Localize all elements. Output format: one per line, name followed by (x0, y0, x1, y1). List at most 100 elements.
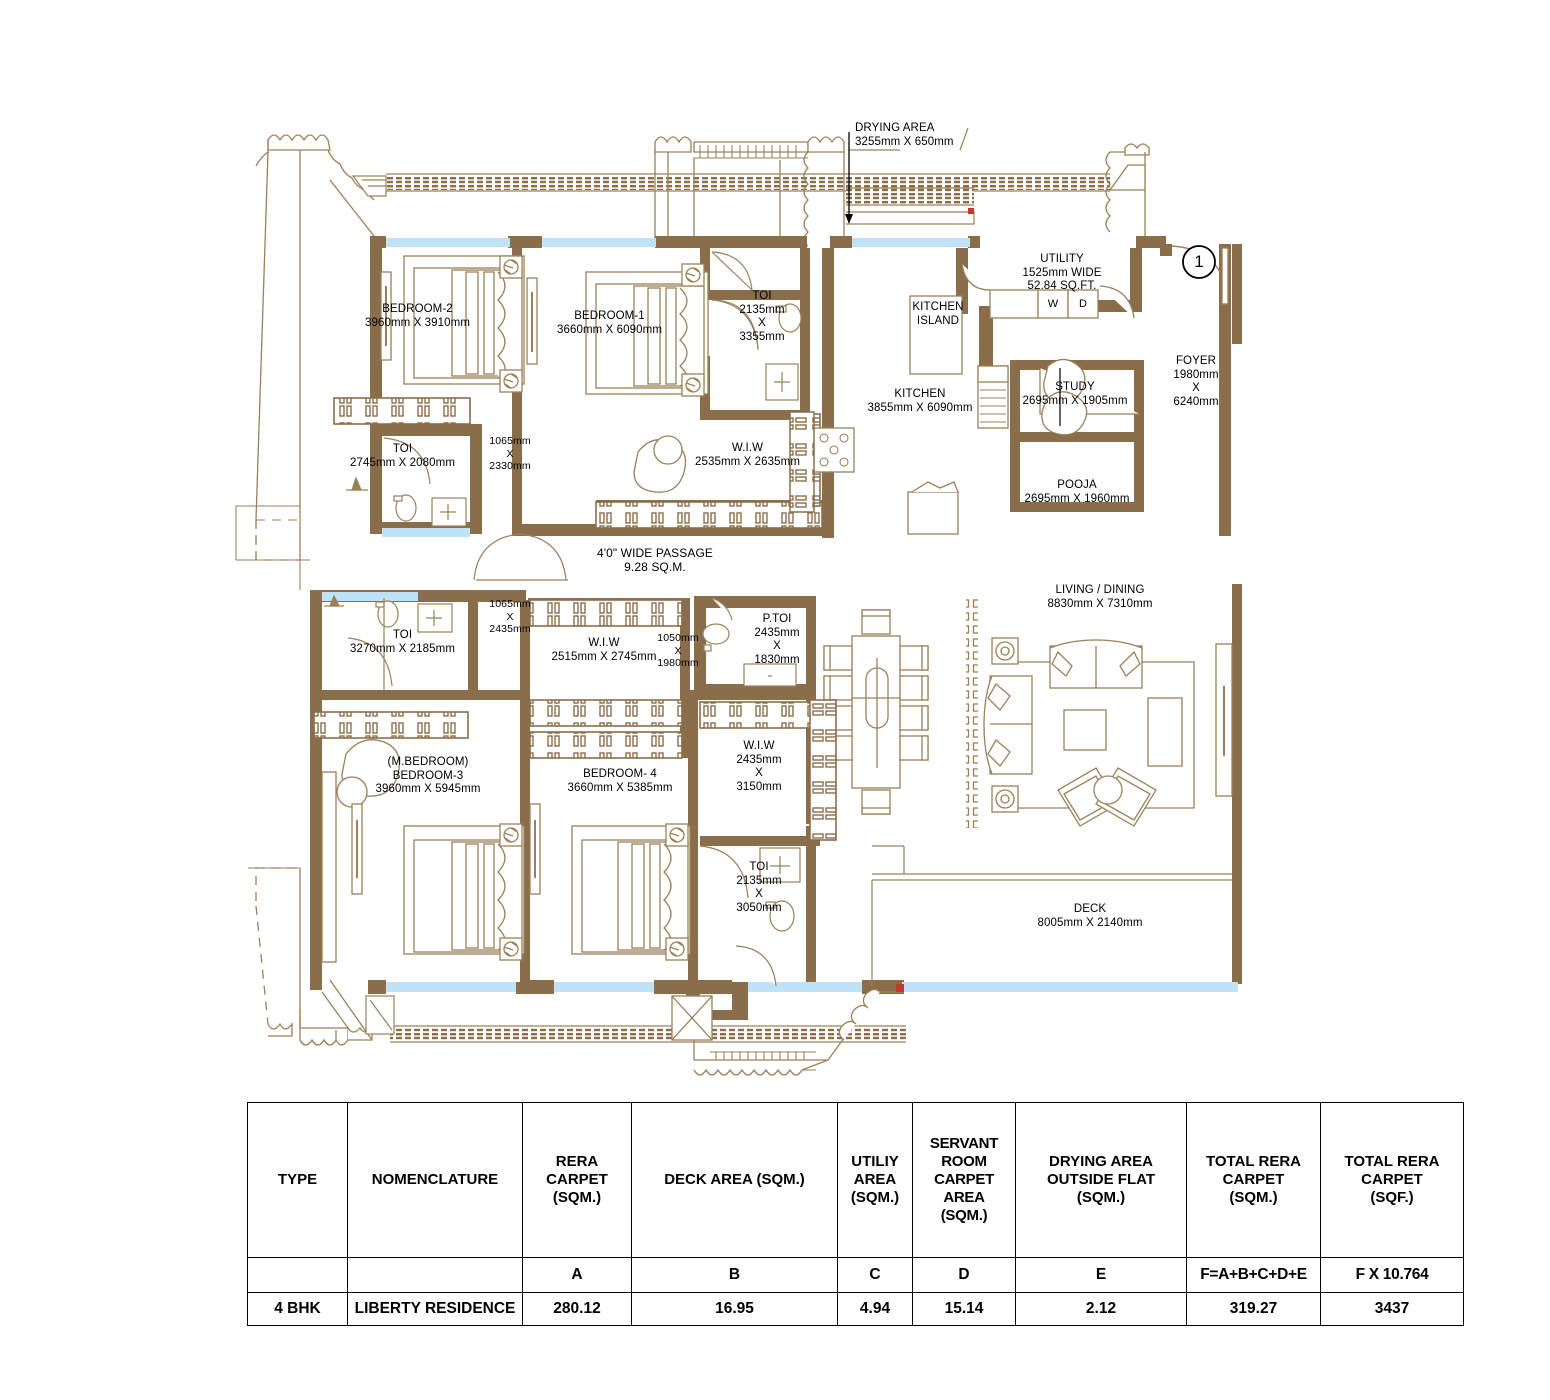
header-rera-carpet: RERA CARPET (SQM.) (522, 1102, 632, 1258)
facade-top-middle (654, 136, 845, 247)
cell-total-rera-sqm: 319.27 (1186, 1292, 1321, 1326)
cell-servant-room: 15.14 (912, 1292, 1016, 1326)
letter-a: A (522, 1257, 632, 1293)
ptoi-name: P.TOI (762, 613, 792, 625)
toi-bed2-dims: 2745mm X 2080mm (349, 456, 456, 469)
room-label-kitchen-island: KITCHEN ISLAND (912, 301, 964, 327)
pooja-name: POOJA (1057, 479, 1097, 491)
cell-drying-area: 2.12 (1015, 1292, 1187, 1326)
letter-c: C (837, 1257, 913, 1293)
wardrobe-wiw2-mid (529, 699, 683, 727)
study-furniture (1039, 358, 1140, 436)
cell-deck-area: 16.95 (631, 1292, 838, 1326)
letter-f-formula: F=A+B+C+D+E (1186, 1257, 1321, 1293)
study-dims: 2695mm X 1905mm (1022, 394, 1128, 407)
corridor-dim-1: 1065mm X 2330mm (489, 435, 531, 472)
toi-bed3-fixtures (324, 594, 453, 690)
wardrobe-wiw2-top (529, 599, 683, 627)
header-total-rera-sqf: TOTAL RERA CARPET (SQF.) (1320, 1102, 1464, 1258)
table-row: 4 BHK LIBERTY RESIDENCE 280.12 16.95 4.9… (247, 1292, 1464, 1326)
door-marker-label: 1 (1194, 252, 1204, 271)
foyer-dims: 1980mm X 6240mm (1173, 368, 1219, 408)
toi-bed4-name: TOI (749, 861, 769, 873)
bedroom-4-dims: 3660mm X 5385mm (567, 781, 673, 794)
wiw1-name: W.I.W (731, 442, 764, 454)
toi-bed3-dims: 3270mm X 2185mm (349, 642, 456, 655)
deck-threshold (871, 845, 1232, 986)
dining-set (823, 609, 929, 815)
table-header-row: TYPE NOMENCLATURE RERA CARPET (SQM.) DEC… (247, 1102, 1464, 1258)
ptoi-fixtures (702, 597, 797, 687)
letter-e: E (1015, 1257, 1187, 1293)
wardrobe-wiw1-bottom (595, 501, 823, 529)
area-statement-table: TYPE NOMENCLATURE RERA CARPET (SQM.) DEC… (247, 1102, 1464, 1326)
wiw3-dims: 2435mm X 3150mm (736, 753, 782, 793)
wiw2-dims: 2515mm X 2745mm (551, 650, 657, 663)
drying-area-zone (845, 127, 975, 225)
passage-name: 4'0" WIDE PASSAGE (596, 546, 714, 560)
kitchen-fixtures (789, 295, 1009, 535)
letter-f-conversion: F X 10.764 (1320, 1257, 1464, 1293)
toi-bed1-name: TOI (752, 290, 772, 302)
cell-nomenclature: LIBERTY RESIDENCE (347, 1292, 523, 1326)
bedroom-3-furniture (321, 771, 525, 963)
deck-name: DECK (1073, 903, 1107, 915)
wiw1-seat (633, 435, 687, 493)
kitchen-dims: 3855mm X 6090mm (867, 401, 973, 414)
dryer-label: D (1078, 298, 1088, 310)
header-type: TYPE (247, 1102, 348, 1258)
letter-nomenclature (347, 1257, 523, 1293)
foyer-name: FOYER (1175, 355, 1217, 367)
cell-type: 4 BHK (247, 1292, 348, 1326)
facade-bottom (255, 867, 906, 1076)
corridor-dim-2: 1065mm X 2435mm (489, 598, 531, 635)
bedroom-2-furniture (380, 255, 538, 393)
bedroom-4-name: BEDROOM- 4 (583, 768, 657, 780)
kitchen-name: KITCHEN (894, 388, 946, 400)
door-marker-circle (1182, 245, 1216, 279)
study-name: STUDY (1055, 381, 1095, 393)
washer-label: W (1047, 298, 1059, 310)
wiw2-name: W.I.W (588, 637, 620, 649)
living-dining-dims: 8830mm X 7310mm (1047, 597, 1153, 610)
wardrobe-wiw3-right (809, 699, 837, 841)
wardrobe-wiw2-bottom (529, 731, 683, 759)
header-servant-room: SERVANT ROOM CARPET AREA (SQM.) (912, 1102, 1016, 1258)
facade-top-right (1105, 143, 1150, 240)
header-deck-area: DECK AREA (SQM.) (631, 1102, 838, 1258)
living-furniture (983, 637, 1233, 827)
drying-area-dims: 3255mm X 650mm (855, 135, 954, 148)
toi-bed3-name: TOI (392, 629, 413, 641)
corridor-dim-3: 1050mm X 1980mm (657, 632, 699, 669)
bedroom-1-furniture (585, 263, 709, 397)
wardrobe-bed2 (333, 397, 471, 425)
cell-rera-carpet: 280.12 (522, 1292, 632, 1326)
bedroom-3-dims: 3960mm X 5945mm (375, 783, 481, 795)
wardrobe-bed3 (313, 711, 469, 739)
deck-dims: 8005mm X 2140mm (1037, 916, 1143, 929)
bedroom-2-dims: 3960mm X 3910mm (364, 316, 471, 329)
passage-dims: 9.28 SQ.M. (624, 559, 686, 574)
toi-bed2-fixtures (346, 437, 467, 527)
windows (322, 238, 1238, 992)
header-utility-area: UTILIY AREA (SQM.) (837, 1102, 913, 1258)
wardrobe-wiw3-top (699, 701, 813, 729)
bedroom3-seat (336, 739, 401, 808)
wiw1-dims: 2535mm X 2635mm (694, 455, 801, 468)
planter-column (966, 596, 978, 828)
